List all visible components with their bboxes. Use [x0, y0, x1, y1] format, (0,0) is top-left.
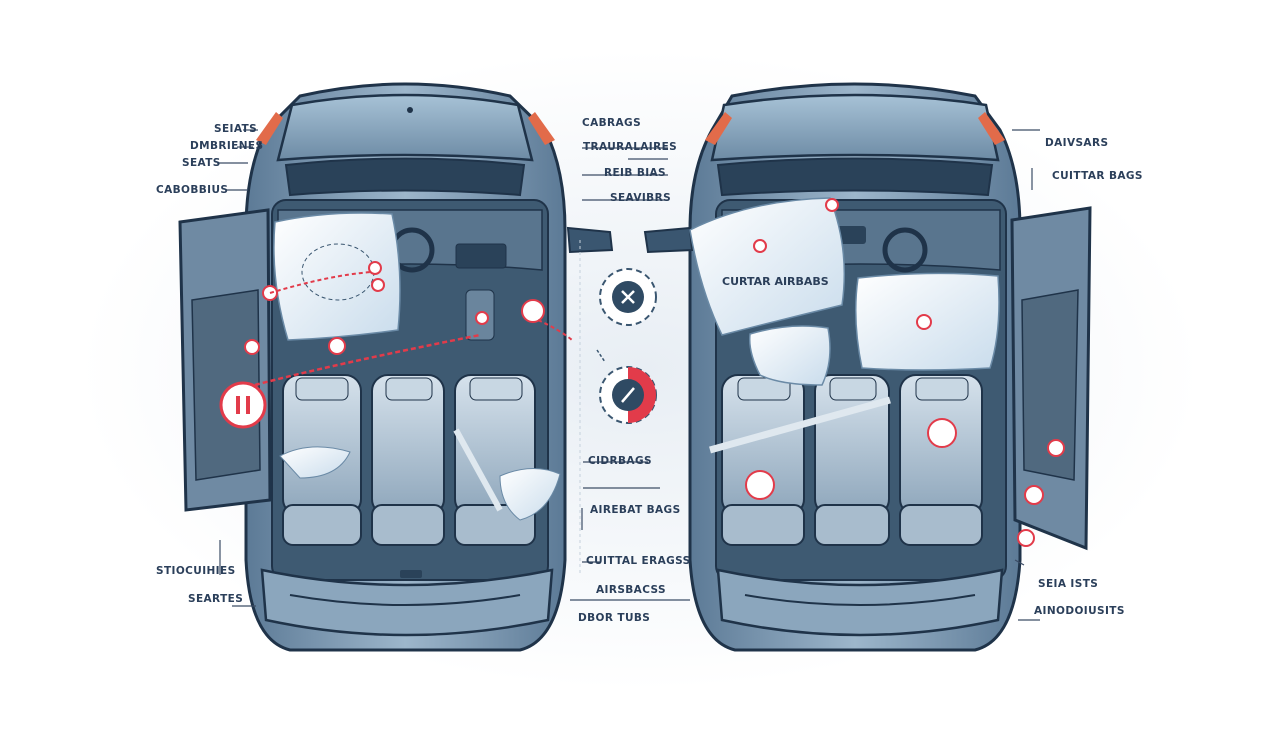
right-car-windshield: [716, 157, 994, 197]
right-car-bumper: [716, 568, 1004, 637]
label-stiocuihies: STIOCUIHIES: [156, 565, 236, 577]
label-trauralaires: TRAURALAIRES: [583, 141, 678, 153]
label-cabrags: CABRAGS: [582, 117, 642, 129]
left-front-airbag: [273, 212, 401, 341]
left-red-markers: [219, 261, 573, 429]
left-car: [178, 82, 614, 652]
right-small-airbag: [748, 325, 831, 386]
label-reib-bias: REIB BIAS: [604, 167, 667, 179]
label-seiats: SEIATS: [214, 123, 258, 135]
label-airebat-bags: AIREBAT BAGS: [590, 504, 681, 516]
label-cuittal-eragss: CUITTAL ERAGSS: [586, 555, 691, 567]
left-car-taillight-2: [256, 112, 283, 145]
left-seat-airbag: [279, 446, 351, 479]
left-rear-airbag: [499, 468, 561, 521]
label-ainodoiusits: AINODOIUSITS: [1034, 605, 1125, 617]
left-car-bumper: [260, 568, 554, 637]
right-car-roof: [710, 93, 1000, 162]
label-daivsars: DAIVSARS: [1045, 137, 1109, 149]
label-cidrbags: CIDRBAGS: [588, 455, 652, 467]
left-car-taillight: [528, 112, 555, 145]
label-seavibrs: SEAVIBRS: [610, 192, 672, 204]
label-dmbrienes: DMBRIENES: [190, 140, 264, 152]
right-red-markers: [745, 198, 1065, 547]
label-seartes: SEARTES: [188, 593, 244, 605]
right-car-seats: [721, 374, 983, 546]
label-cuittar-bags: CUITTAR BAGS: [1052, 170, 1143, 182]
left-car-mirror-r: [566, 226, 614, 254]
label-dbor-tubs: DBOR TUBS: [578, 612, 651, 624]
right-curtain-airbag: [689, 197, 846, 336]
right-airbag-text: CURTAR AIRBABS: [722, 275, 829, 288]
left-highlight-ring: [219, 381, 267, 429]
left-car-roof: [276, 93, 534, 162]
right-steering-wheel: [882, 227, 928, 273]
label-seats: SEATS: [182, 157, 221, 169]
label-cabobbius: CABOBBIUS: [156, 184, 229, 196]
left-car-windshield: [284, 157, 526, 197]
label-airsbacss: AIRSBACSS: [596, 584, 666, 596]
label-seia-ists: SEIA ISTS: [1038, 578, 1099, 590]
pointer-lines: [217, 129, 1040, 621]
right-car: CURTAR AIRBABS: [643, 82, 1092, 652]
center-panel: [579, 240, 657, 575]
